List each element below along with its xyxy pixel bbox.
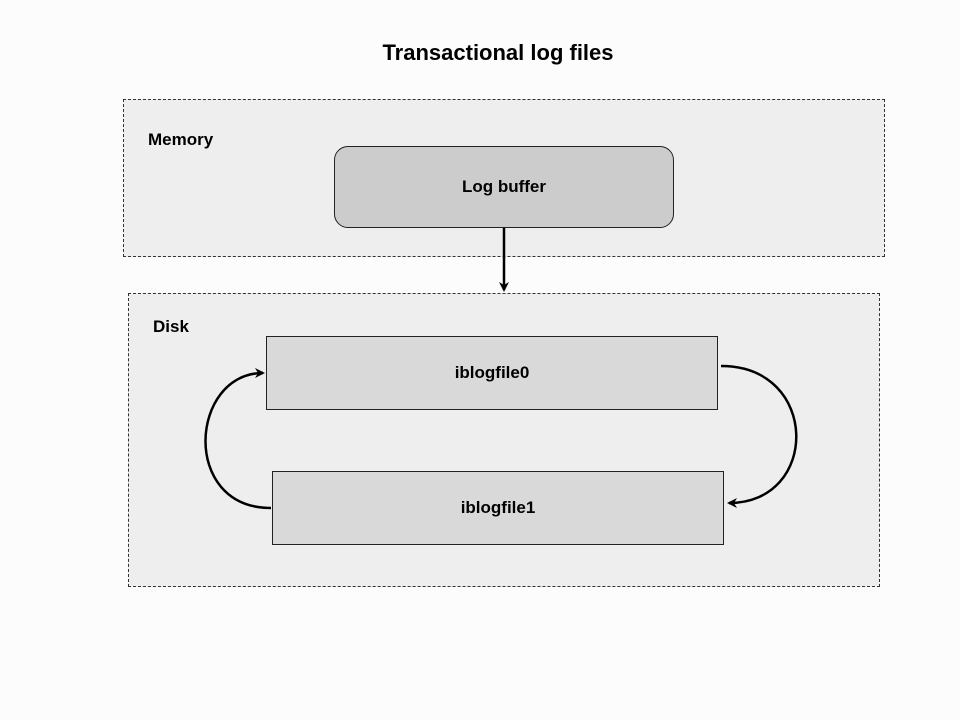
log-buffer-label: Log buffer xyxy=(461,177,547,196)
memory-label: Memory xyxy=(148,130,214,149)
iblogfile1-label: iblogfile1 xyxy=(460,498,536,517)
log-buffer-box: Log buffer xyxy=(334,146,674,228)
iblogfile0-box: iblogfile0 xyxy=(266,336,718,410)
logfile1-to-logfile0-arrow xyxy=(204,368,272,510)
iblogfile1-box: iblogfile1 xyxy=(272,471,724,545)
logfile0-to-logfile1-arrow xyxy=(720,364,798,508)
disk-label: Disk xyxy=(153,317,189,336)
diagram-title: Transactional log files xyxy=(382,40,614,65)
iblogfile0-label: iblogfile0 xyxy=(454,363,530,382)
